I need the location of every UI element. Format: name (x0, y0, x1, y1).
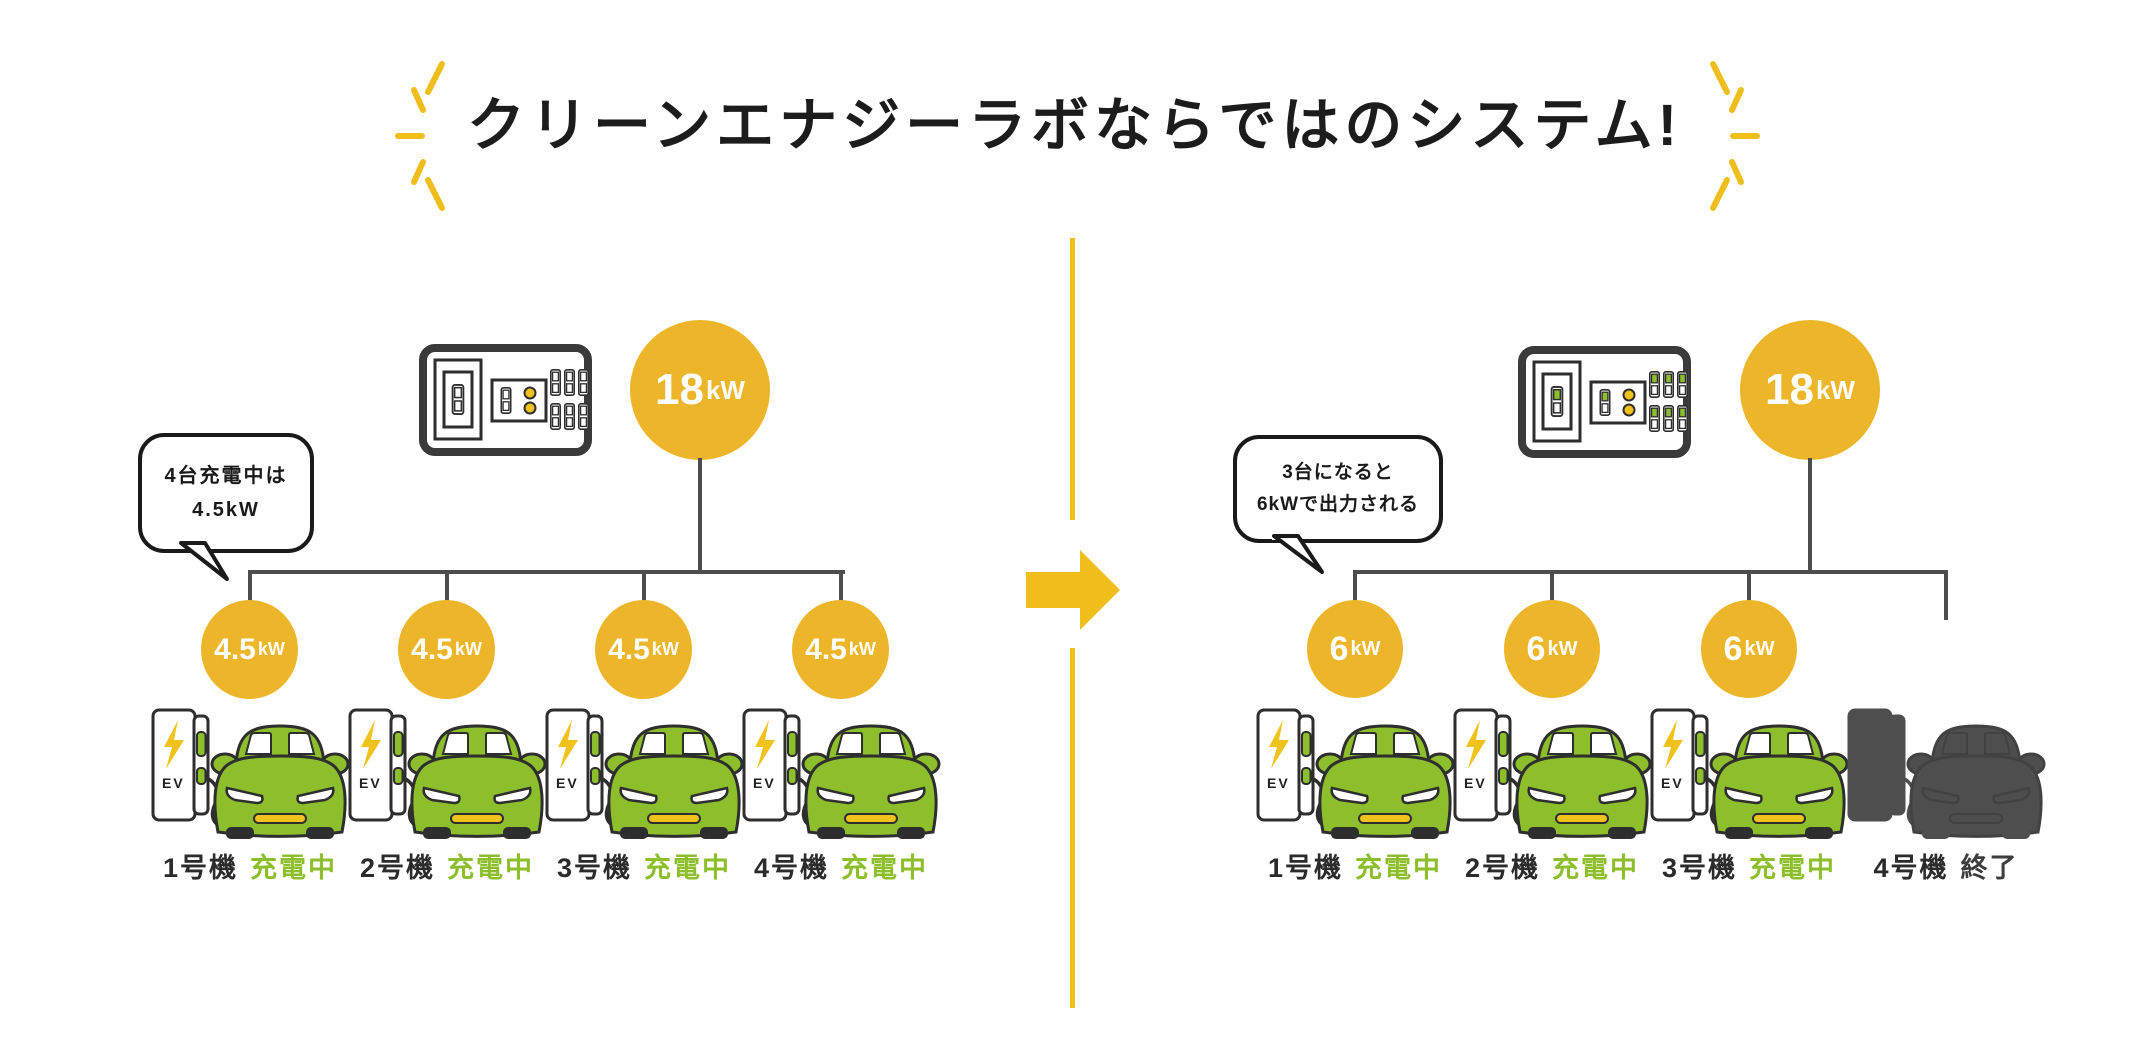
unit-power-unit: kW (1350, 637, 1381, 660)
ev-charger-car-icon (1452, 702, 1652, 842)
ev-charger-car-icon (1649, 702, 1849, 842)
speech-bubble-tail (1272, 530, 1324, 574)
unit-label: 1号機充電中 (130, 846, 370, 885)
unit-power-unit: kW (1547, 637, 1578, 660)
feed-line (698, 458, 702, 572)
unit-label: 3号機充電中 (1629, 846, 1869, 885)
unit-label: 4号機充電中 (721, 846, 961, 885)
speech-bubble: 4台充電中は 4.5kW (138, 433, 314, 553)
drop-line (642, 572, 646, 604)
unit-label: 1号機充電中 (1235, 846, 1475, 885)
ev-charger-car-finished-icon (1846, 702, 2046, 842)
breaker-panel-icon (1517, 345, 1692, 460)
speech-bubble: 3台になると 6kWで出力される (1233, 435, 1443, 543)
unit-power-value: 6 (1329, 629, 1349, 668)
feed-line (1808, 458, 1812, 572)
unit-power-value: 4.5 (411, 632, 453, 666)
arrow-right-icon (1026, 550, 1120, 630)
breaker-panel-icon (418, 343, 593, 458)
unit-status: 充電中 (841, 853, 929, 883)
total-power-unit: kW (1815, 374, 1855, 405)
unit-status: 充電中 (644, 853, 732, 883)
unit-name: 1号機 (162, 853, 239, 883)
unit-power-unit: kW (257, 639, 285, 659)
unit-power-value: 6 (1526, 629, 1546, 668)
unit-power-value: 4.5 (608, 632, 650, 666)
unit-power-value: 4.5 (214, 632, 256, 666)
unit-name: 2号機 (359, 853, 436, 883)
drop-line (1353, 572, 1357, 604)
unit-status: 充電中 (250, 853, 338, 883)
ev-charger-car-icon (347, 702, 547, 842)
divider-line-top (1070, 238, 1075, 520)
unit-power-value: 4.5 (805, 632, 847, 666)
bubble-text-line1: 3台になると (1282, 461, 1394, 483)
unit-label: 2号機充電中 (1432, 846, 1672, 885)
total-power-unit: kW (705, 374, 745, 405)
drop-line (1550, 572, 1554, 604)
ev-charger-car-icon (150, 702, 350, 842)
unit-label: 3号機充電中 (524, 846, 764, 885)
burst-left-icon (392, 56, 462, 216)
ev-charger-car-icon (544, 702, 744, 842)
unit-power-unit: kW (651, 639, 679, 659)
drop-line-idle (1944, 572, 1948, 620)
unit-power-unit: kW (848, 639, 876, 659)
page-title: クリーンエナジーラボならではのシステム! (467, 93, 1682, 158)
bubble-text-line1: 4台充電中は (164, 465, 288, 487)
bus-line (248, 570, 845, 574)
unit-status: 充電中 (447, 853, 535, 883)
total-power-value: 18 (1765, 365, 1814, 414)
unit-status: 充電中 (1749, 853, 1837, 883)
bubble-text-line2: 4.5kW (192, 499, 260, 521)
drop-line (1747, 572, 1751, 604)
burst-right-icon (1693, 56, 1763, 216)
ev-charger-car-icon (1255, 702, 1455, 842)
unit-name: 2号機 (1464, 853, 1541, 883)
ev-charger-car-icon (741, 702, 941, 842)
unit-name: 4号機 (753, 853, 830, 883)
drop-line (445, 572, 449, 604)
unit-power-unit: kW (454, 639, 482, 659)
unit-status: 充電中 (1552, 853, 1640, 883)
drop-line (839, 572, 843, 604)
total-power-value: 18 (655, 365, 704, 414)
unit-power-unit: kW (1744, 637, 1775, 660)
bus-line (1353, 570, 1948, 574)
speech-bubble-tail (179, 537, 229, 581)
unit-name: 3号機 (556, 853, 633, 883)
drop-line (248, 572, 252, 604)
unit-name: 3号機 (1661, 853, 1738, 883)
unit-status: 終了 (1960, 853, 2019, 883)
unit-label: 2号機充電中 (327, 846, 567, 885)
unit-label: 4号機終了 (1826, 846, 2066, 885)
unit-power-value: 6 (1723, 629, 1743, 668)
bubble-text-line2: 6kWで出力される (1256, 494, 1420, 515)
divider-line-bottom (1070, 648, 1075, 1008)
unit-name: 4号機 (1873, 853, 1949, 883)
unit-name: 1号機 (1267, 853, 1344, 883)
unit-status: 充電中 (1355, 853, 1443, 883)
